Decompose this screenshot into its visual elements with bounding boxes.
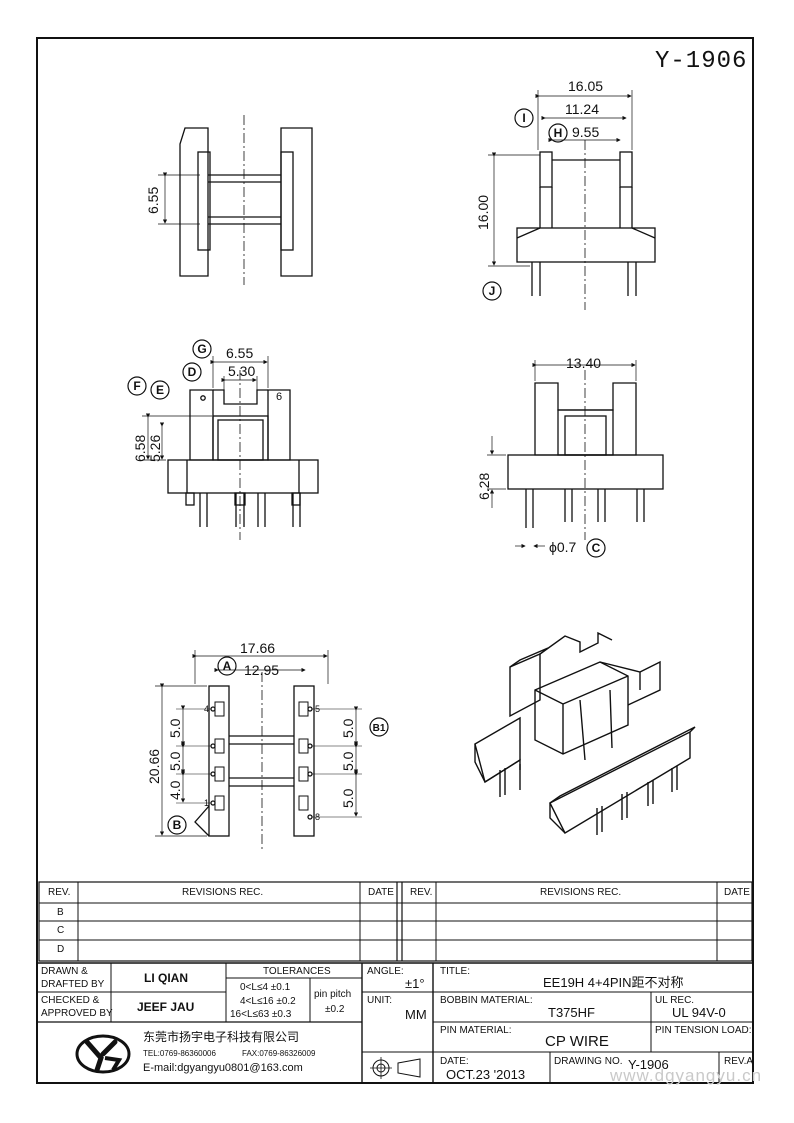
- callout-b: B: [173, 818, 182, 832]
- callout-circles: [127, 108, 606, 835]
- bobbin-material-label: BOBBIN MATERIAL:: [440, 995, 533, 1006]
- tolerance-row-1: 0<L≤4 ±0.1: [240, 982, 291, 993]
- callout-c: C: [592, 541, 601, 555]
- drawing-number-top: Y-1906: [655, 48, 748, 75]
- dim-mid-height-b: 5.26: [147, 435, 163, 462]
- drawing-no-value: Y-1906: [628, 1057, 669, 1072]
- dim-pitch-left-1: 5.0: [167, 718, 183, 738]
- drawing-frame: [36, 37, 754, 1084]
- dim-top-width-mid: 11.24: [565, 101, 599, 117]
- dim-pitch-right-2: 5.0: [340, 751, 356, 771]
- callout-f: F: [133, 379, 140, 393]
- end-view-middle-right: [487, 360, 664, 549]
- callout-h: H: [554, 126, 563, 140]
- date-label: DATE:: [440, 1056, 469, 1067]
- dim-top-width-inner: 9.55: [572, 124, 599, 140]
- company-logo: [73, 1032, 133, 1081]
- dim-pitch-left-2: 5.0: [167, 751, 183, 771]
- dim-pitch-left-3: 4.0: [167, 780, 183, 800]
- title-value: EE19H 4+4PIN距不对称: [543, 975, 684, 990]
- drawn-label-2: DRAFTED BY: [41, 979, 105, 990]
- angle-value: ±1°: [405, 976, 425, 991]
- title-label: TITLE:: [440, 966, 471, 977]
- title-block-grid: [37, 881, 754, 1084]
- date-header-right: DATE: [724, 887, 750, 898]
- dim-front-height: 16.00: [475, 195, 491, 230]
- drawing-no-label: DRAWING NO.: [554, 1056, 623, 1067]
- pin-number-8: 8: [315, 812, 320, 822]
- front-view-top-right: [488, 90, 656, 310]
- date-value: OCT.23 '2013: [446, 1067, 526, 1082]
- end-view-middle-left: [142, 356, 319, 540]
- bottom-view-pins: [155, 650, 362, 850]
- rev-row-d: D: [57, 944, 65, 955]
- revisions-header-left: REVISIONS REC.: [182, 887, 264, 898]
- slot-mark: 6: [276, 391, 282, 403]
- dim-mid-height-a: 6.58: [132, 435, 148, 462]
- isometric-view: [474, 631, 696, 835]
- dim-side-height: 6.55: [145, 187, 161, 214]
- dim-bottom-width-outer: 17.66: [240, 640, 275, 656]
- company-name: 东莞市扬宇电子科技有限公司: [143, 1030, 300, 1044]
- callout-j: J: [489, 284, 496, 298]
- tolerance-row-2: 4<L≤16 ±0.2: [240, 996, 296, 1007]
- tolerances-label: TOLERANCES: [263, 966, 331, 977]
- callout-a: A: [223, 659, 232, 673]
- date-header-left: DATE: [368, 887, 394, 898]
- callout-g: G: [197, 342, 206, 356]
- pin-tension-label: PIN TENSION LOAD:: [655, 1025, 752, 1036]
- pin-number-1: 1: [204, 798, 209, 808]
- unit-label: UNIT:: [367, 995, 392, 1006]
- dim-pitch-right-1: 5.0: [340, 718, 356, 738]
- dim-mid-right-height: 6.28: [476, 473, 492, 500]
- checked-name: JEEF JAU: [137, 1000, 195, 1014]
- company-email: E-mail:dgyangyu0801@163.com: [143, 1062, 303, 1074]
- callout-d: D: [188, 365, 197, 379]
- company-tel: TEL:0769-86360006: [143, 1049, 216, 1058]
- tolerance-row-3: 16<L≤63 ±0.3: [230, 1009, 292, 1020]
- dim-bottom-height: 20.66: [146, 749, 162, 784]
- callout-e: E: [156, 383, 164, 397]
- drawn-name: LI QIAN: [144, 971, 188, 985]
- dim-mid-width-b: 5.30: [228, 363, 255, 379]
- company-fax: FAX:0769-86326009: [242, 1049, 316, 1058]
- dim-top-width-outer: 16.05: [568, 78, 603, 94]
- callout-b1: B1: [373, 723, 386, 734]
- rev-header-right: REV.: [410, 887, 433, 898]
- dim-bottom-width-inner: 12.95: [244, 662, 279, 678]
- checked-label-2: APPROVED BY: [41, 1008, 113, 1019]
- ul-rec-value: UL 94V-0: [672, 1005, 726, 1020]
- revisions-header-right: REVISIONS REC.: [540, 887, 622, 898]
- ul-rec-label: UL REC.: [655, 995, 695, 1006]
- rev-header-left: REV.: [48, 887, 71, 898]
- dim-mid-width-a: 6.55: [226, 345, 253, 361]
- watermark: www.dgyangyu.cn: [610, 1066, 763, 1085]
- drawn-label-1: DRAWN &: [41, 966, 88, 977]
- pin-pitch-label: pin pitch: [314, 989, 352, 1000]
- dim-mid-right-width: 13.40: [566, 355, 601, 371]
- pin-material-value: CP WIRE: [545, 1033, 609, 1050]
- dim-pin-diameter: ϕ0.7: [549, 539, 577, 555]
- bobbin-material-value: T375HF: [548, 1005, 595, 1020]
- side-view-top-left: [158, 115, 313, 285]
- rev-label: REV.A: [724, 1056, 754, 1067]
- unit-value: MM: [405, 1007, 427, 1022]
- checked-label-1: CHECKED &: [41, 995, 100, 1006]
- angle-label: ANGLE:: [367, 966, 404, 977]
- callout-i: I: [522, 111, 525, 125]
- pin-pitch-value: ±0.2: [325, 1004, 345, 1015]
- pin-number-4: 4: [204, 704, 209, 714]
- pin-number-5: 5: [315, 704, 320, 714]
- rev-row-c: C: [57, 925, 65, 936]
- dim-pitch-right-3: 5.0: [340, 788, 356, 808]
- pin-material-label: PIN MATERIAL:: [440, 1025, 512, 1036]
- rev-row-b: B: [57, 907, 64, 918]
